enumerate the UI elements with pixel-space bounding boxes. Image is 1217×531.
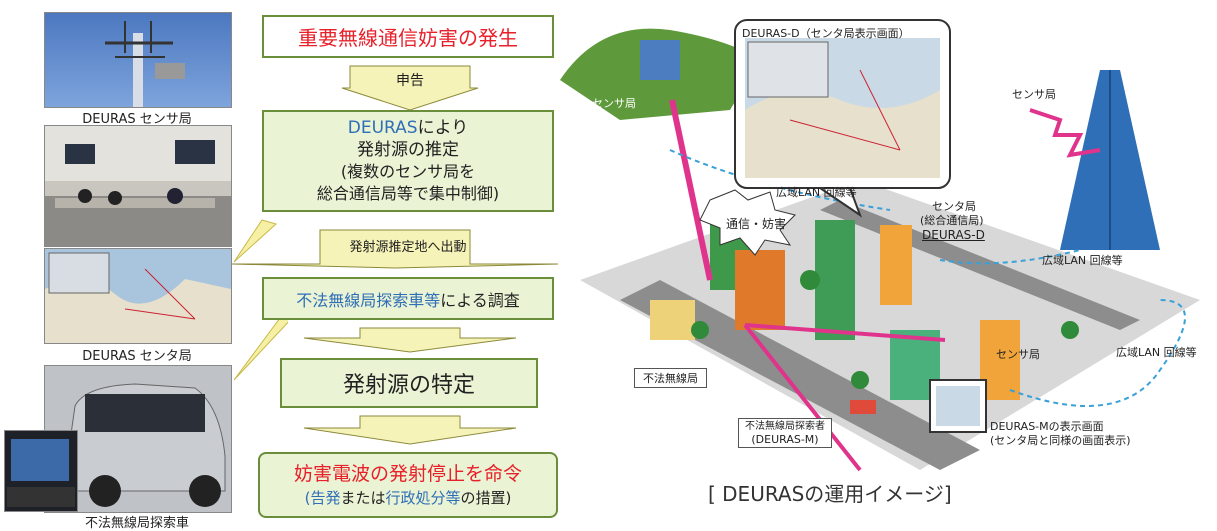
sensor-label-mid: センサ局 (996, 348, 1040, 361)
search-vehicle-caption: 不法無線局探索車 (84, 516, 189, 531)
wan-label-2: 広域LAN 回線等 (1042, 254, 1123, 267)
interference-occurrence-text: 重要無線通信妨害の発生 (298, 26, 518, 50)
source-identification-box: 発射源の特定 (280, 358, 538, 408)
box3-rest: による調査 (440, 290, 520, 310)
searcher-line2: (DEURAS-M) (751, 433, 819, 446)
arrow-report (341, 65, 479, 111)
illegal-station-label: 不法無線局 (634, 368, 707, 388)
laptop-screen-photo (4, 430, 78, 512)
antenna-tower-icon (105, 21, 185, 107)
m-display-label-1: DEURAS-Mの表示画面 (990, 420, 1104, 433)
sensor-station-caption: DEURAS センサ局 (82, 112, 192, 127)
arrow-dispatch (231, 229, 559, 269)
stop-order-box: 妨害電波の発射停止を命令 (告発または行政処分等の措置) (258, 452, 558, 518)
deuras-word: DEURAS (347, 118, 418, 138)
car-icon (45, 366, 231, 512)
arrow-report-label: 申告 (396, 73, 424, 89)
searcher-line1: 不法無線局探索者 (745, 421, 825, 432)
arrow-down-2 (303, 415, 517, 445)
or-word: または (340, 489, 386, 507)
center-station-photo (44, 125, 232, 247)
center-station-label-1: センタ局 (932, 200, 976, 213)
box2-line1-rest: により (417, 118, 469, 138)
callout-connectors (233, 219, 288, 381)
stop-order-text: 妨害電波の発射停止を命令 (293, 463, 522, 485)
accusation-word: 告発 (310, 489, 341, 507)
callout-title: DEURAS-D（センタ局表示画面） (742, 27, 910, 40)
deuras-operation-illustration (560, 19, 1200, 472)
searcher-label: 不法無線局探索者 (DEURAS-M) (738, 418, 832, 448)
deuras-estimation-box: DEURASにより 発射源の推定 (複数のセンサ局を 総合通信局等で集中制御) (262, 110, 554, 212)
sensor-label-left: センサ局 (592, 97, 636, 110)
wan-label-1: 広域LAN 回線等 (776, 186, 857, 199)
interference-label: 通信・妨害 (726, 217, 787, 231)
sensor-label-top-right: センサ局 (1012, 88, 1056, 101)
center-station-caption: DEURAS センタ局 (82, 349, 192, 364)
box2-line4: 総合通信局等で集中制御) (316, 184, 500, 203)
illegal-station-search-box: 不法無線局探索車等による調査 (262, 277, 554, 320)
center-station-map-screen (44, 248, 232, 344)
center-station-label-3: DEURAS-D (922, 228, 985, 242)
box2-line3: (複数のセンサ局を (340, 162, 476, 181)
wan-label-3: 広域LAN 回線等 (1116, 346, 1197, 359)
center-station-label-2: (総合通信局) (920, 214, 984, 227)
box2-line2: 発射源の推定 (357, 140, 459, 160)
illustration-caption: [ DEURASの運用イメージ] (708, 482, 952, 506)
administrative-word: 行政処分等 (385, 489, 461, 507)
arrow-dispatch-label: 発射源推定地へ出動 (349, 240, 467, 255)
search-vehicle-word: 不法無線局探索車等 (296, 290, 441, 310)
interference-occurrence-box: 重要無線通信妨害の発生 (262, 15, 554, 58)
measure-word: の措置) (460, 489, 512, 507)
source-identification-text: 発射源の特定 (342, 373, 475, 398)
sensor-station-photo (44, 12, 232, 108)
m-display-label-2: (センタ局と同様の画面表示) (990, 434, 1131, 447)
paren-open: ( (304, 489, 311, 507)
arrow-down-1 (303, 327, 517, 353)
